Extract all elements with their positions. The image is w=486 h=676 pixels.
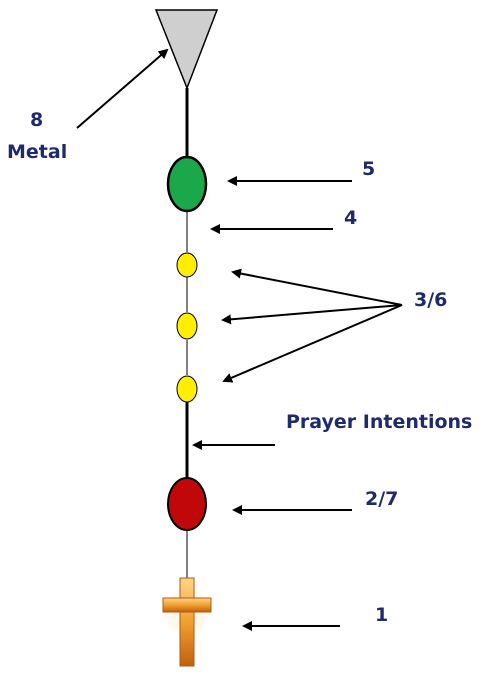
arrow-yellow-1 — [231, 268, 403, 306]
label-metal-number: 8 — [30, 109, 44, 131]
green-bead — [166, 155, 208, 213]
cross-icon — [162, 577, 212, 667]
label-red-bead: 2/7 — [365, 488, 399, 510]
label-prayer-intentions: Prayer Intentions — [286, 411, 473, 433]
label-thread: 4 — [344, 207, 358, 229]
yellow-bead-2 — [176, 312, 198, 340]
metal-triangle-icon — [154, 9, 219, 91]
yellow-bead-3 — [176, 375, 198, 403]
yellow-bead-1 — [176, 252, 198, 278]
label-green-bead: 5 — [362, 158, 376, 180]
arrow-metal — [76, 48, 169, 129]
label-cross: 1 — [375, 604, 389, 626]
label-metal-word: Metal — [7, 141, 68, 163]
arrow-yellow-3 — [222, 304, 403, 383]
arrow-yellow-2 — [221, 304, 403, 325]
red-bead — [167, 477, 207, 531]
label-yellow-beads: 3/6 — [414, 289, 448, 311]
